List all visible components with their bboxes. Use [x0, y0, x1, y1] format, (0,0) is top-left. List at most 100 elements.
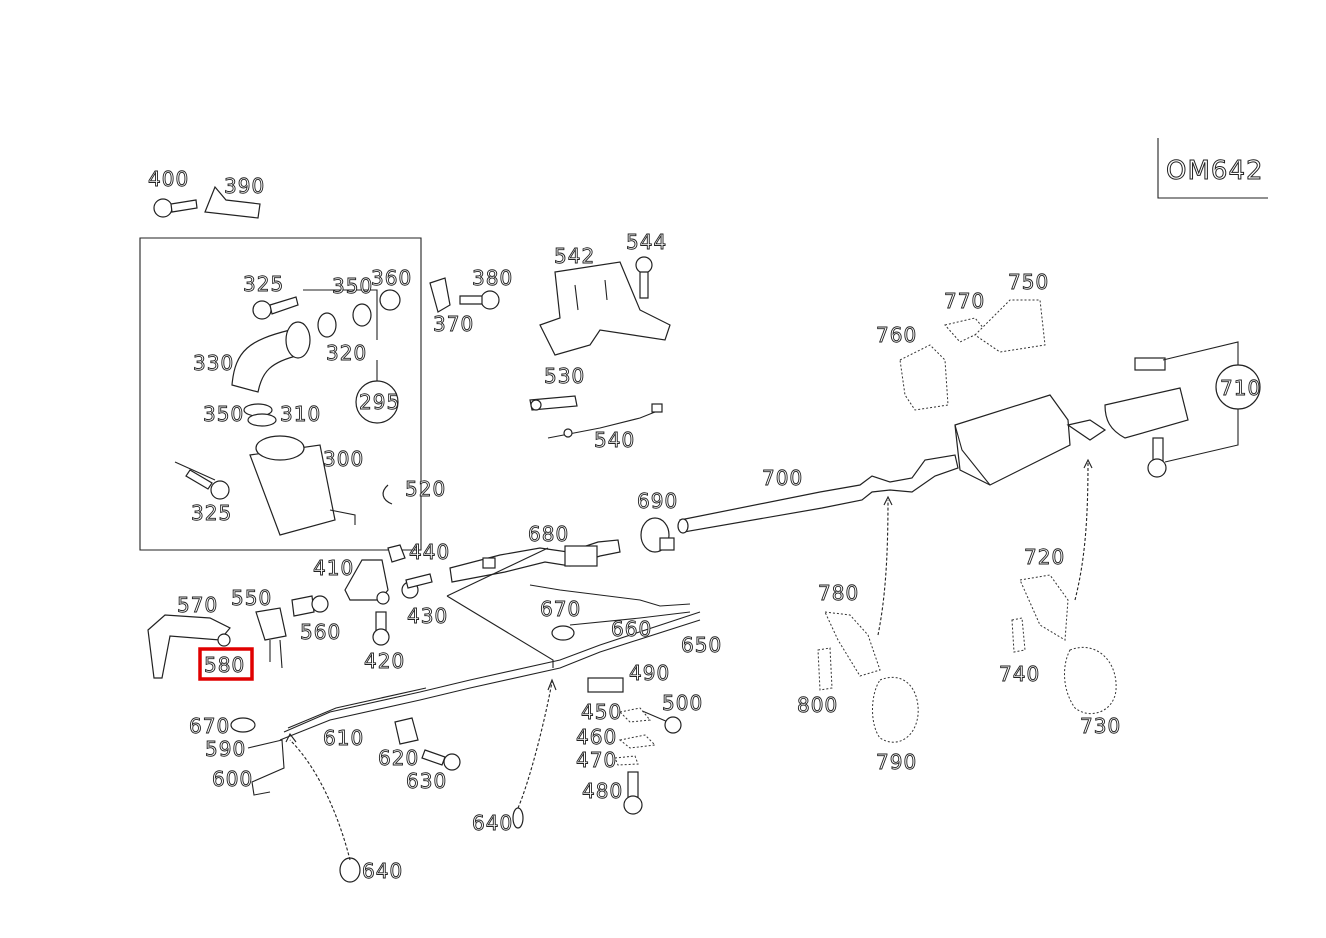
label-570[interactable]: 570 — [177, 593, 218, 618]
label-330[interactable]: 330 — [193, 351, 234, 376]
label-630[interactable]: 630 — [406, 769, 447, 794]
label-325-top[interactable]: 325 — [243, 272, 284, 297]
highlight-box — [198, 647, 254, 681]
label-580[interactable]: 580 — [204, 653, 245, 678]
highlighted-part-580[interactable]: 580 — [198, 647, 254, 681]
bolt-740 — [1011, 617, 1026, 653]
label-542[interactable]: 542 — [554, 244, 595, 269]
label-430[interactable]: 430 — [407, 604, 448, 629]
label-380[interactable]: 380 — [472, 266, 513, 291]
rear-muffler — [954, 394, 1107, 486]
label-640-mid[interactable]: 640 — [472, 811, 513, 836]
label-550[interactable]: 550 — [231, 586, 272, 611]
label-390[interactable]: 390 — [224, 174, 265, 199]
bracket-390 — [153, 185, 261, 219]
bracket-410 — [344, 544, 433, 646]
front-pipe-680 — [449, 539, 621, 583]
gasket-370 — [429, 277, 500, 313]
label-440[interactable]: 440 — [409, 540, 450, 565]
bracket-542 — [539, 256, 671, 356]
label-450[interactable]: 450 — [581, 700, 622, 725]
label-730[interactable]: 730 — [1080, 714, 1121, 739]
label-300[interactable]: 300 — [323, 447, 364, 472]
bracket-620 — [394, 717, 419, 745]
label-760[interactable]: 760 — [876, 323, 917, 348]
label-770[interactable]: 770 — [944, 289, 985, 314]
hanger-730 — [1064, 646, 1117, 715]
clamp-690 — [640, 517, 675, 553]
bracket-750 — [974, 299, 1046, 353]
hanger-790 — [872, 677, 919, 743]
tailpipe-710 — [1104, 341, 1261, 478]
label-600[interactable]: 600 — [212, 767, 253, 792]
nut-500 — [639, 709, 682, 734]
label-750[interactable]: 750 — [1008, 270, 1049, 295]
bolt-480 — [623, 771, 643, 815]
bolt-325-top — [252, 296, 299, 320]
parts-450-470 — [614, 707, 657, 766]
engine-code-box: OM642 — [1157, 138, 1268, 199]
label-660[interactable]: 660 — [611, 617, 652, 642]
label-700[interactable]: 700 — [762, 466, 803, 491]
label-710[interactable]: 710 — [1220, 376, 1261, 401]
catalytic-converter-group — [139, 237, 422, 551]
clamp-520 — [382, 484, 393, 505]
label-670-left[interactable]: 670 — [189, 714, 230, 739]
sensor-550 — [255, 607, 287, 669]
label-670-mid[interactable]: 670 — [540, 597, 581, 622]
label-360[interactable]: 360 — [371, 266, 412, 291]
label-650[interactable]: 650 — [681, 633, 722, 658]
label-420[interactable]: 420 — [364, 649, 405, 674]
clamp-640-bottom — [339, 857, 361, 883]
label-620[interactable]: 620 — [378, 746, 419, 771]
ring-350-top — [317, 312, 337, 338]
label-790[interactable]: 790 — [876, 750, 917, 775]
hanger-780 — [824, 611, 881, 677]
label-740[interactable]: 740 — [999, 662, 1040, 687]
label-720[interactable]: 720 — [1024, 545, 1065, 570]
label-490[interactable]: 490 — [629, 661, 670, 686]
label-590[interactable]: 590 — [205, 737, 246, 762]
bracket-490 — [587, 677, 624, 693]
pipe-660 — [529, 584, 691, 626]
label-640-bottom[interactable]: 640 — [362, 859, 403, 884]
part-number-labels: 400 390 325 350 360 380 370 330 320 295 … — [148, 167, 1261, 884]
label-560[interactable]: 560 — [300, 620, 341, 645]
cable-540 — [547, 403, 663, 439]
label-350-bottom[interactable]: 350 — [203, 402, 244, 427]
hanger-770 — [944, 317, 986, 343]
label-325-bottom[interactable]: 325 — [191, 501, 232, 526]
label-470[interactable]: 470 — [576, 748, 617, 773]
pipe-flange — [285, 321, 311, 359]
label-530[interactable]: 530 — [544, 364, 585, 389]
label-690[interactable]: 690 — [637, 489, 678, 514]
label-410[interactable]: 410 — [313, 556, 354, 581]
label-460[interactable]: 460 — [576, 725, 617, 750]
label-544[interactable]: 544 — [626, 230, 667, 255]
bracket-720 — [1019, 574, 1069, 641]
label-540[interactable]: 540 — [594, 428, 635, 453]
pipe-610 — [247, 611, 701, 796]
engine-code-label: OM642 — [1166, 156, 1264, 186]
label-780[interactable]: 780 — [818, 581, 859, 606]
label-310[interactable]: 310 — [280, 402, 321, 427]
label-480[interactable]: 480 — [582, 779, 623, 804]
clamp-670-mid — [551, 625, 575, 641]
label-320[interactable]: 320 — [326, 341, 367, 366]
hanger-760 — [899, 344, 949, 411]
label-680[interactable]: 680 — [528, 522, 569, 547]
label-610[interactable]: 610 — [323, 726, 364, 751]
label-370[interactable]: 370 — [433, 312, 474, 337]
label-400[interactable]: 400 — [148, 167, 189, 192]
label-500[interactable]: 500 — [662, 691, 703, 716]
clamp-360 — [379, 289, 401, 311]
fitting-560 — [291, 595, 329, 617]
label-350-top[interactable]: 350 — [332, 274, 373, 299]
clamp-640-mid — [512, 807, 524, 829]
bolt-325-bottom — [174, 461, 230, 500]
leader-arrows — [285, 458, 1093, 861]
label-800[interactable]: 800 — [797, 693, 838, 718]
label-295[interactable]: 295 — [359, 390, 400, 415]
label-520[interactable]: 520 — [405, 477, 446, 502]
